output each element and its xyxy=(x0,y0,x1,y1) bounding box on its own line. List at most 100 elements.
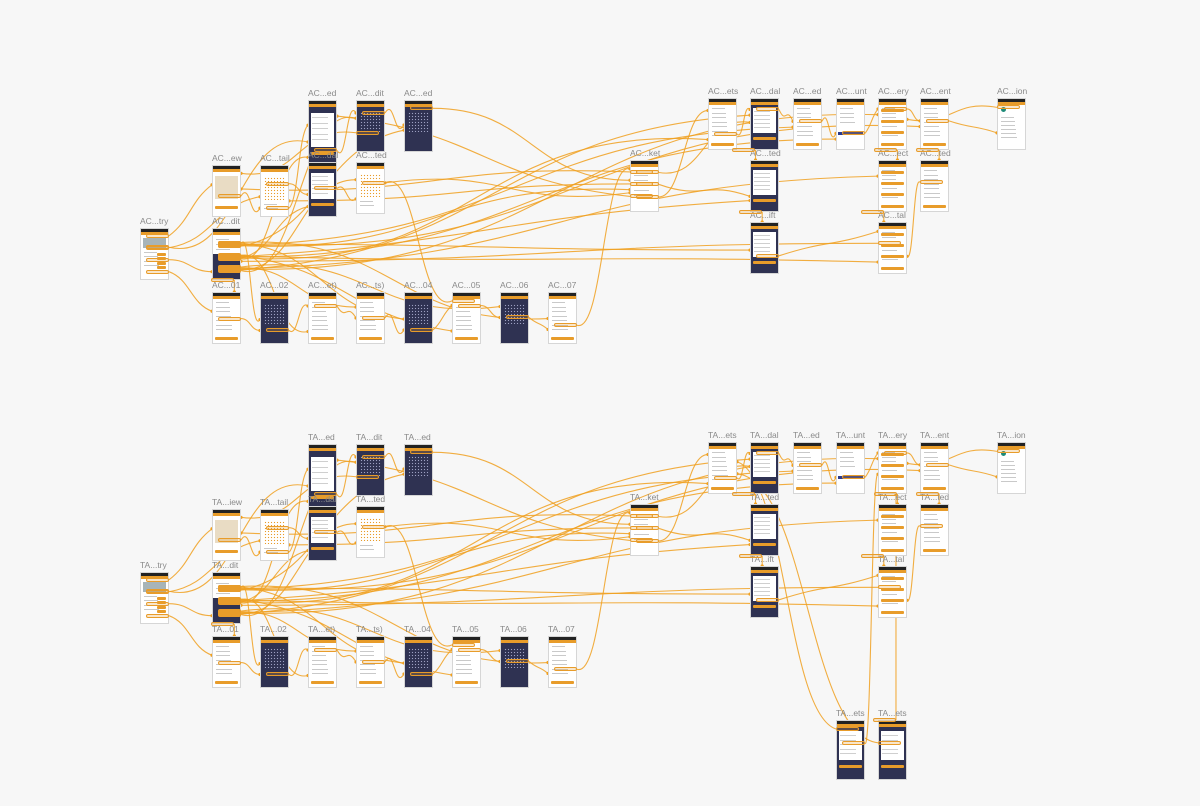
hotspot[interactable] xyxy=(738,554,763,558)
hotspot[interactable] xyxy=(409,106,433,111)
artboard-label[interactable]: TA...unt xyxy=(836,430,866,440)
hotspot[interactable] xyxy=(313,304,337,309)
artboard-label[interactable]: AC...ect xyxy=(878,148,909,158)
artboard-label[interactable]: TA...tail xyxy=(260,497,289,507)
artboard-ac-ted3[interactable]: AC...ted xyxy=(920,148,951,212)
artboard-ta-entry[interactable]: TA...try xyxy=(140,560,169,624)
hotspot[interactable] xyxy=(915,492,940,496)
hotspot[interactable] xyxy=(409,671,433,676)
hotspot[interactable] xyxy=(145,245,169,250)
artboard-ta-ion[interactable]: TA...ion xyxy=(997,430,1026,494)
hotspot[interactable] xyxy=(755,253,779,258)
hotspot[interactable] xyxy=(217,660,241,665)
hotspot[interactable] xyxy=(217,253,241,258)
artboard-label[interactable]: AC...dal xyxy=(308,150,339,160)
artboard-ta-ets00[interactable]: TA...ets xyxy=(878,708,907,780)
hotspot[interactable] xyxy=(997,105,1021,110)
hotspot[interactable] xyxy=(874,148,898,152)
artboard-ta-ted3[interactable]: TA...ted xyxy=(920,492,949,556)
hotspot[interactable] xyxy=(265,672,289,677)
hotspot[interactable] xyxy=(505,659,529,664)
hotspot[interactable] xyxy=(755,451,779,456)
hotspot[interactable] xyxy=(925,462,949,467)
hotspot[interactable] xyxy=(630,181,654,186)
hotspot[interactable] xyxy=(217,538,241,543)
hotspot[interactable] xyxy=(313,186,337,191)
hotspot[interactable] xyxy=(732,148,756,152)
artboard-ac-ets[interactable]: AC...ets xyxy=(708,86,738,150)
artboard-ta-unt[interactable]: TA...unt xyxy=(836,430,865,494)
hotspot[interactable] xyxy=(211,622,235,626)
artboard-label[interactable]: AC...ted xyxy=(356,150,387,160)
artboard-label[interactable]: TA...ery xyxy=(878,430,908,440)
artboard-label[interactable]: AC...tail xyxy=(260,153,290,163)
hotspot[interactable] xyxy=(313,648,337,653)
hotspot[interactable] xyxy=(713,131,737,136)
artboard-label[interactable]: AC...ets xyxy=(708,86,739,96)
hotspot[interactable] xyxy=(452,298,476,303)
artboard-label[interactable]: AC...07 xyxy=(548,280,577,290)
hotspot[interactable] xyxy=(915,148,940,152)
artboard-label[interactable]: AC...01 xyxy=(212,280,241,290)
artboard-ta-ts[interactable]: TA...ts) xyxy=(356,624,385,688)
artboard-ta-ted2[interactable]: TA...ted xyxy=(750,492,779,556)
artboard-label[interactable]: AC...02 xyxy=(260,280,289,290)
artboard-label[interactable]: TA...ets xyxy=(708,430,737,440)
hotspot[interactable] xyxy=(841,741,865,746)
artboard-ac-ted1[interactable]: AC...ted xyxy=(356,150,387,214)
artboard-label[interactable]: TA...ed xyxy=(404,432,431,442)
hotspot[interactable] xyxy=(635,182,659,187)
hotspot[interactable] xyxy=(635,526,659,531)
artboard-label[interactable]: TA...ts) xyxy=(356,624,383,634)
artboard-label[interactable]: TA...try xyxy=(140,560,167,570)
artboard-ac-ift[interactable]: AC...ift xyxy=(750,210,779,274)
hotspot[interactable] xyxy=(361,111,385,115)
artboard-label[interactable]: AC...dit xyxy=(356,88,384,98)
hotspot[interactable] xyxy=(145,601,169,606)
artboard-label[interactable]: AC...ed xyxy=(404,88,433,98)
artboard-label[interactable]: AC...try xyxy=(140,216,169,226)
artboard-label[interactable]: TA...ted xyxy=(356,494,386,504)
artboard-label[interactable]: TA...dit xyxy=(212,560,239,570)
hotspot[interactable] xyxy=(145,257,169,262)
hotspot[interactable] xyxy=(356,474,380,479)
hotspot[interactable] xyxy=(920,524,944,529)
artboard-ac-ect[interactable]: AC...ect xyxy=(878,148,908,212)
artboard-label[interactable]: AC...ket xyxy=(630,148,661,158)
artboard-ta-dit1[interactable]: TA...dit xyxy=(356,432,385,496)
artboard-ta-s04[interactable]: TA...04 xyxy=(404,624,433,688)
artboard-label[interactable]: TA...dal xyxy=(308,494,337,504)
artboard-label[interactable]: TA...ted xyxy=(750,492,780,502)
artboard-ta-ent[interactable]: TA...ent xyxy=(920,430,949,494)
artboard-ac-ed2[interactable]: AC...ed xyxy=(404,88,433,152)
hotspot[interactable] xyxy=(738,210,763,214)
artboard-label[interactable]: TA...ets xyxy=(836,708,865,718)
hotspot[interactable] xyxy=(313,492,337,497)
artboard-ta-dal1[interactable]: TA...dal xyxy=(308,494,337,561)
artboard-label[interactable]: AC...ed xyxy=(308,88,337,98)
artboard-label[interactable]: AC...04 xyxy=(404,280,433,290)
artboard-label[interactable]: AC...ent xyxy=(920,86,951,96)
hotspot[interactable] xyxy=(217,316,241,321)
hotspot[interactable] xyxy=(860,210,884,214)
artboard-label[interactable]: AC...ew xyxy=(212,153,242,163)
artboard-ac-s04[interactable]: AC...04 xyxy=(404,280,433,344)
artboard-ac-tal[interactable]: AC...tal xyxy=(878,210,907,274)
artboard-label[interactable]: AC...ift xyxy=(750,210,776,220)
artboard-ac-s07[interactable]: AC...07 xyxy=(548,280,577,344)
artboard-label[interactable]: TA...et) xyxy=(308,624,336,634)
hotspot[interactable] xyxy=(883,106,907,111)
hotspot[interactable] xyxy=(265,550,289,555)
artboard-ta-ift[interactable]: TA...ift xyxy=(750,554,779,618)
hotspot[interactable] xyxy=(878,585,902,590)
artboard-label[interactable]: AC...ted xyxy=(750,148,781,158)
artboard-ta-ets[interactable]: TA...ets xyxy=(708,430,737,494)
artboard-label[interactable]: TA...ion xyxy=(997,430,1026,440)
artboard-label[interactable]: AC...ery xyxy=(878,86,909,96)
artboard-label[interactable]: TA...ed xyxy=(308,432,335,442)
hotspot[interactable] xyxy=(630,169,654,174)
hotspot[interactable] xyxy=(145,589,169,594)
artboard-ta-s02[interactable]: TA...02 xyxy=(260,624,289,688)
hotspot[interactable] xyxy=(217,265,241,269)
hotspot[interactable] xyxy=(409,450,433,455)
